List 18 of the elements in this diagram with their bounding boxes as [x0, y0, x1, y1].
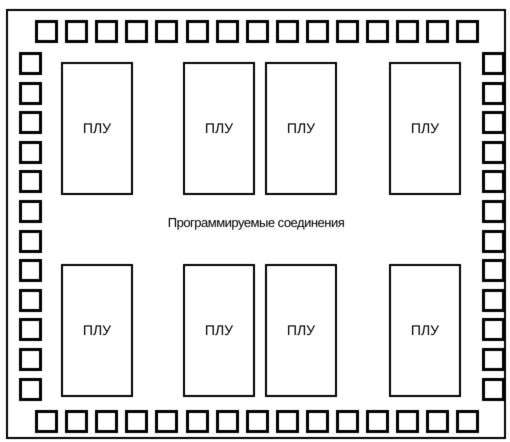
block-label: ПЛУ	[286, 321, 316, 340]
logic-block	[61, 62, 133, 195]
logic-block	[389, 62, 461, 195]
block-label: ПЛУ	[410, 119, 440, 138]
block-label: ПЛУ	[410, 321, 440, 340]
chip-frame	[6, 9, 506, 439]
logic-block	[265, 62, 337, 195]
logic-block	[183, 264, 255, 397]
logic-block	[183, 62, 255, 195]
logic-block	[265, 264, 337, 397]
block-label: ПЛУ	[286, 119, 316, 138]
interconnect-label: Программируемые соединения	[168, 214, 344, 232]
block-label: ПЛУ	[82, 321, 112, 340]
logic-block	[61, 264, 133, 397]
logic-block	[389, 264, 461, 397]
block-label: ПЛУ	[204, 119, 234, 138]
block-label: ПЛУ	[204, 321, 234, 340]
block-label: ПЛУ	[82, 119, 112, 138]
